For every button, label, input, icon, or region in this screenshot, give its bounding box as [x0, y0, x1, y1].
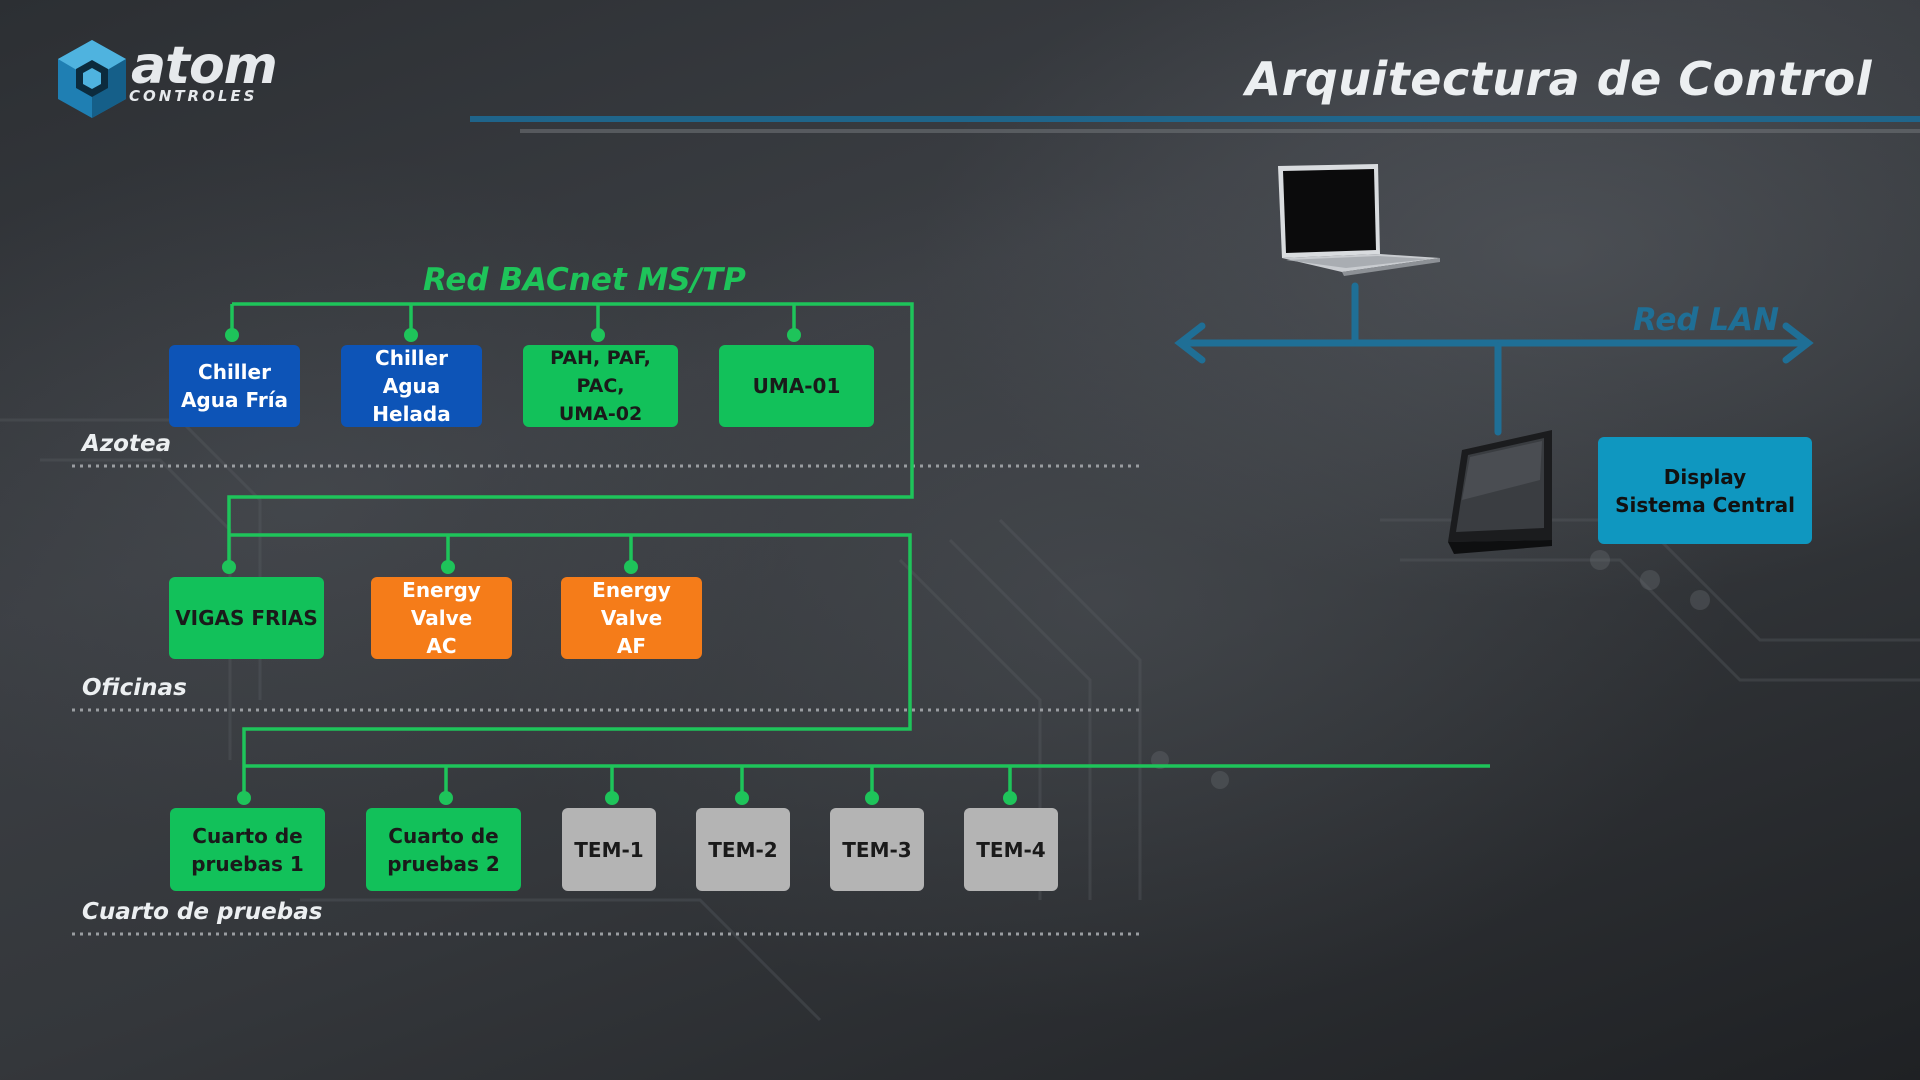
lan-bus — [1174, 282, 1814, 436]
bacnet-bus-nodes — [222, 328, 1017, 805]
node-energy-valve-af[interactable]: Energy Valve AF — [561, 577, 702, 659]
node-tem-1[interactable]: TEM-1 — [562, 808, 656, 891]
bacnet-bus — [227, 302, 1490, 797]
page-title: Arquitectura de Control — [1245, 52, 1872, 106]
node-cuarto-de-pruebas-2[interactable]: Cuarto de pruebas 2 — [366, 808, 521, 891]
tablet-icon — [1448, 430, 1552, 554]
lan-network-label: Red LAN — [1633, 302, 1780, 338]
logo-subtitle: CONTROLES — [129, 87, 258, 105]
laptop-icon — [1278, 164, 1440, 276]
node-tem-2[interactable]: TEM-2 — [696, 808, 790, 891]
display-sistema-central[interactable]: Display Sistema Central — [1598, 437, 1812, 544]
node-chiller-agua-fria[interactable]: Chiller Agua Fría — [169, 345, 300, 427]
atom-controles-logo: atom CONTROLES — [56, 36, 286, 120]
node-vigas-frias[interactable]: VIGAS FRIAS — [169, 577, 324, 659]
node-energy-valve-ac[interactable]: Energy Valve AC — [371, 577, 512, 659]
logo-wordmark: atom — [131, 36, 278, 96]
node-tem-3[interactable]: TEM-3 — [830, 808, 924, 891]
node-chiller-agua-helada[interactable]: Chiller Agua Helada — [341, 345, 482, 427]
zone-label-cuarto-de-pruebas: Cuarto de pruebas — [82, 899, 323, 925]
zone-label-oficinas: Oficinas — [82, 675, 187, 701]
bacnet-network-label: Red BACnet MS/TP — [423, 262, 746, 298]
node-uma-01[interactable]: UMA-01 — [719, 345, 874, 427]
node-pah-paf-pac-uma02[interactable]: PAH, PAF, PAC, UMA-02 — [523, 345, 678, 427]
node-tem-4[interactable]: TEM-4 — [964, 808, 1058, 891]
zone-dividers — [72, 464, 1140, 936]
node-cuarto-de-pruebas-1[interactable]: Cuarto de pruebas 1 — [170, 808, 325, 891]
zone-label-azotea: Azotea — [82, 431, 172, 457]
background-circuit-pads — [1151, 550, 1710, 789]
hexagon-logo-icon — [58, 40, 126, 118]
